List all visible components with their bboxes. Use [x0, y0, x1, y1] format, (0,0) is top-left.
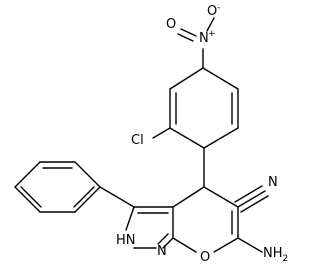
nitro-group — [177, 17, 215, 69]
nitrile-group — [234, 185, 269, 213]
nitrile-nitrogen: N — [268, 175, 278, 190]
pyran-ring — [172, 186, 239, 253]
nitro-nitrogen-charge: + — [208, 29, 216, 39]
nitro-oxygen-top: O — [207, 4, 217, 19]
nitro-nitrogen: N — [199, 31, 209, 46]
amino-group: NH2 — [263, 246, 288, 264]
pyrazole-nitrogen: N — [157, 244, 167, 259]
phenyl-bond — [99, 186, 135, 208]
chloro-bond — [152, 127, 171, 139]
amino-subscript: 2 — [283, 254, 289, 264]
pyrazole-nh: HN — [116, 233, 136, 248]
amino-label: NH — [263, 246, 283, 261]
pyrazole-ring — [125, 206, 174, 249]
nitro-oxygen-charge: - — [217, 3, 220, 13]
chlorine-atom: Cl — [131, 133, 144, 148]
nitrophenyl-ring — [169, 67, 239, 149]
amino-bond — [237, 237, 263, 253]
pyran-oxygen: O — [200, 250, 210, 265]
nitro-oxygen-left: O — [166, 17, 176, 32]
phenyl-ring — [14, 161, 101, 213]
